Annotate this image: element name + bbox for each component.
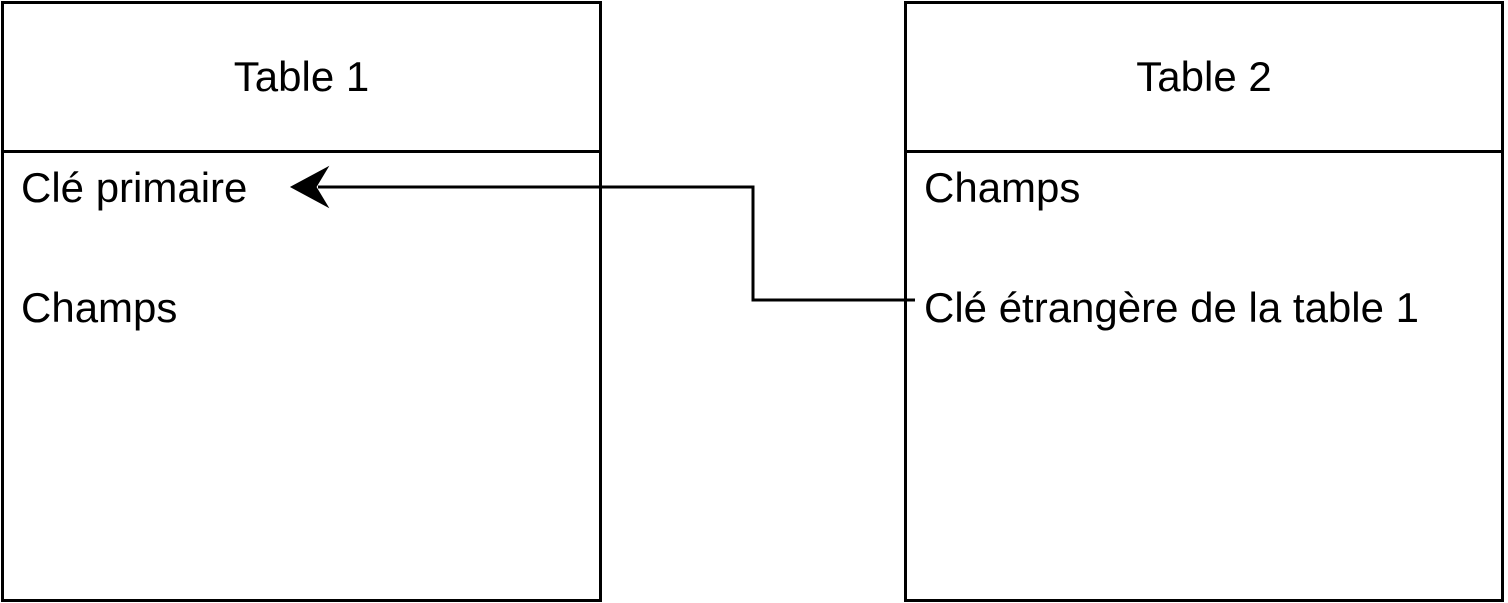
table-2-box: Table 2 Champs Clé étrangère de la table… xyxy=(904,1,1504,602)
table-2-title: Table 2 xyxy=(1136,53,1272,100)
table-1-title: Table 1 xyxy=(233,53,370,100)
arrowhead-icon xyxy=(289,165,330,209)
table-2-fields: Champs xyxy=(924,164,1081,211)
table-2-header: Table 2 xyxy=(907,4,1501,153)
table-1-primary-key-field: Clé primaire xyxy=(21,164,248,211)
table-2-foreign-key-field: Clé étrangère de la table 1 xyxy=(924,284,1419,331)
table-1-header: Table 1 xyxy=(4,4,599,153)
table-1-fields: Champs xyxy=(21,284,178,331)
table-1-box: Table 1 Clé primaire Champs xyxy=(1,1,602,602)
foreign-key-link-line xyxy=(318,185,915,302)
